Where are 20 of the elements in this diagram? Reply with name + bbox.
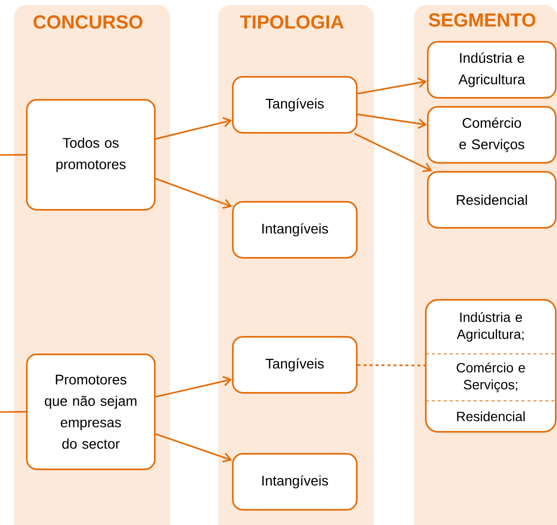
connector-line [0,411,26,413]
text-box: Tangíveis [232,336,358,394]
text-box: Intangíveis [232,200,358,259]
text-box: Residencial [427,170,557,229]
arrow [354,132,432,172]
arrow [357,114,427,129]
arrow [155,117,232,140]
text-box: Tangíveis [232,76,358,134]
text-box: Comércio e Serviços [427,106,557,164]
arrow [155,376,232,398]
arrow [155,433,232,463]
connector-line [0,154,26,156]
text-box: Intangíveis [232,453,358,511]
text-box: Promotores que não sejam empresas do sector [26,354,156,470]
text-box: Todos os promotores [26,99,156,211]
arrow [155,178,232,209]
connector-line [358,364,426,366]
arrow [357,78,427,94]
text-box: Indústria e Agricultura [427,41,557,99]
text-box: Indústria e Agricultura; Comércio e Serviços; Residencial [425,299,557,433]
